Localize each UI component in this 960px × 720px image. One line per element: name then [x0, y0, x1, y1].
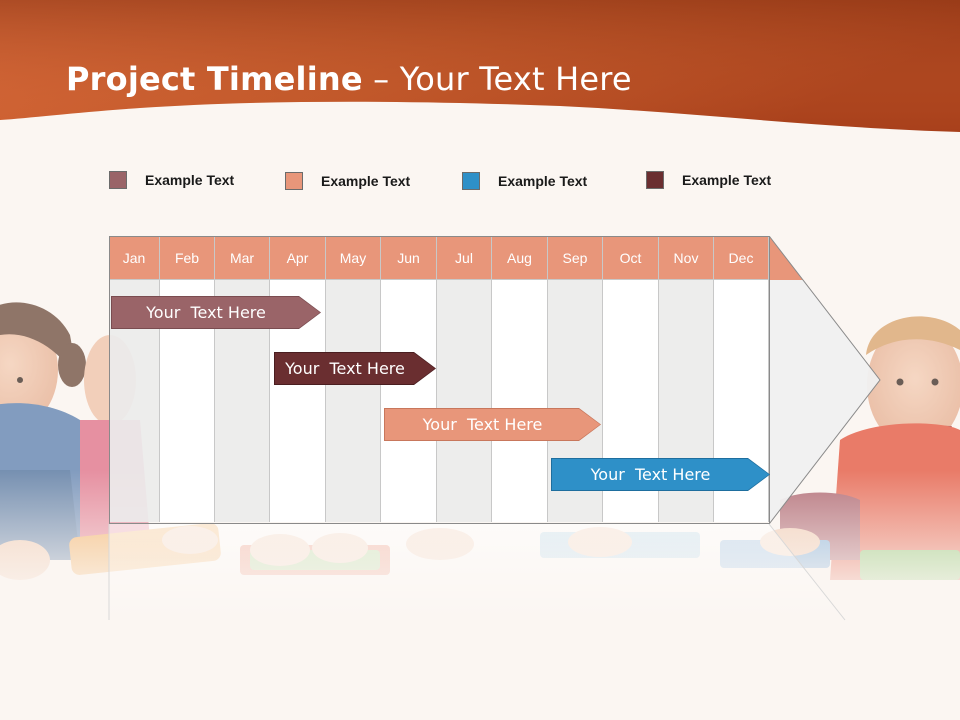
month-label-jun: Jun — [397, 249, 420, 266]
legend-label-3: Example Text — [498, 173, 588, 189]
task-arrow-2-fill: Your Text Here — [275, 353, 435, 384]
month-column-jul: Jul — [437, 236, 492, 522]
legend-swatch-1 — [109, 171, 127, 189]
task-arrow-3[interactable]: Your Text Here — [384, 408, 601, 441]
month-column-feb: Feb — [160, 236, 215, 522]
legend-swatch-3 — [462, 172, 480, 190]
legend-label-2: Example Text — [321, 173, 411, 189]
month-label-may: May — [339, 249, 367, 266]
task-label-1: Your Text Here — [146, 303, 266, 322]
task-arrow-1-fill: Your Text Here — [112, 297, 320, 328]
task-arrow-1[interactable]: Your Text Here — [111, 296, 321, 329]
month-label-nov: Nov — [673, 249, 699, 266]
title-bold: Project Timeline — [66, 60, 363, 98]
legend-label-1: Example Text — [145, 172, 235, 188]
task-arrow-3-fill: Your Text Here — [385, 409, 600, 440]
month-header-feb: Feb — [160, 236, 214, 280]
month-header-may: May — [326, 236, 380, 280]
page-title: Project Timeline – Your Text Here — [66, 60, 632, 98]
month-header-jun: Jun — [381, 236, 436, 280]
month-header-dec: Dec — [714, 236, 768, 280]
month-label-mar: Mar — [229, 249, 255, 266]
header-band — [0, 0, 960, 132]
month-label-oct: Oct — [619, 249, 642, 266]
month-column-jan: Jan — [109, 236, 160, 522]
month-header-jul: Jul — [437, 236, 491, 280]
task-arrow-4[interactable]: Your Text Here — [551, 458, 770, 491]
task-arrow-4-fill: Your Text Here — [552, 459, 769, 490]
legend-label-4: Example Text — [682, 172, 772, 188]
month-header-sep: Sep — [548, 236, 602, 280]
month-header-mar: Mar — [215, 236, 269, 280]
month-label-sep: Sep — [562, 249, 588, 266]
month-header-nov: Nov — [659, 236, 713, 280]
legend-swatch-2 — [285, 172, 303, 190]
month-label-jan: Jan — [122, 249, 146, 266]
month-label-dec: Dec — [728, 249, 754, 266]
month-header-aug: Aug — [492, 236, 547, 280]
task-label-3: Your Text Here — [422, 415, 543, 434]
task-label-2: Your Text Here — [285, 359, 405, 378]
month-column-aug: Aug — [492, 236, 548, 522]
task-label-4: Your Text Here — [590, 465, 711, 484]
legend-swatch-4 — [646, 171, 664, 189]
month-label-aug: Aug — [507, 249, 532, 266]
month-label-feb: Feb — [174, 249, 200, 266]
month-header-oct: Oct — [603, 236, 658, 280]
month-header-jan: Jan — [109, 236, 159, 280]
month-label-apr: Apr — [286, 249, 309, 266]
title-rest: – Your Text Here — [362, 60, 632, 98]
month-label-jul: Jul — [455, 249, 473, 266]
task-arrow-2[interactable]: Your Text Here — [274, 352, 436, 385]
month-column-mar: Mar — [215, 236, 270, 522]
month-header-apr: Apr — [270, 236, 325, 280]
